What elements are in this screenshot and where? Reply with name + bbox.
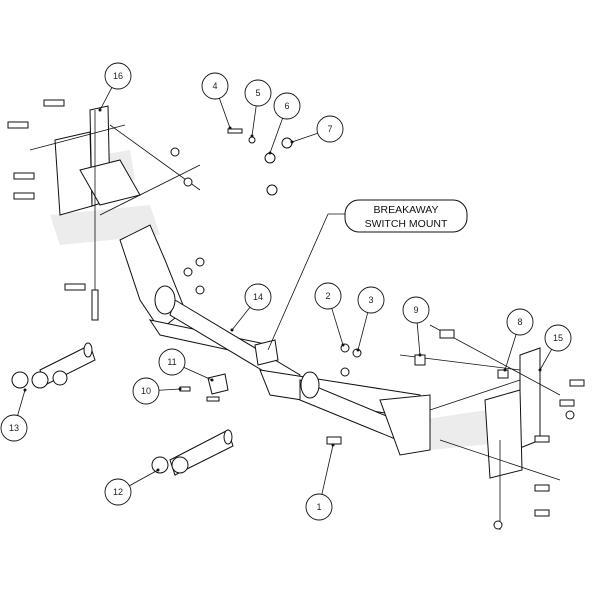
leader-dot [331, 443, 335, 447]
callout-14: 14 [230, 283, 272, 332]
main-frame [119, 224, 431, 456]
callout-number: 9 [413, 305, 418, 315]
leader-dot [250, 134, 254, 138]
callout-circle [357, 286, 385, 314]
callout-10: 10 [132, 377, 182, 405]
leader-dot [538, 368, 542, 372]
leader-line [321, 444, 334, 495]
callout-16: 16 [98, 62, 132, 112]
leader-dot [418, 353, 422, 357]
leader-line [129, 469, 159, 487]
callout-circle [544, 324, 572, 352]
breakaway-label: BREAKAWAY SWITCH MOUNT [267, 199, 468, 351]
callout-number: 8 [517, 317, 522, 327]
callout-15: 15 [538, 324, 572, 372]
leader-dot [210, 378, 214, 382]
leader-line [231, 306, 251, 331]
callout-number: 4 [212, 81, 217, 91]
leader-line [331, 308, 344, 346]
callout-circle [104, 478, 132, 506]
leader-line [357, 312, 369, 351]
callout-number: 14 [253, 292, 263, 302]
leader-dot [356, 348, 360, 352]
leader-line [251, 105, 257, 137]
top-hardware [227, 128, 293, 196]
callout-1: 1 [305, 443, 335, 521]
right-bracket [399, 324, 561, 530]
left-bracket [29, 105, 201, 300]
callout-9: 9 [402, 296, 430, 357]
callout-circle [132, 377, 160, 405]
callout-number: 2 [325, 291, 330, 301]
callout-3: 3 [356, 286, 385, 352]
callout-number: 3 [368, 295, 373, 305]
pin-assemblies [11, 342, 234, 476]
callout-circle [104, 62, 132, 90]
callout-number: 6 [284, 101, 289, 111]
leader-line [504, 334, 517, 371]
callout-number: 15 [553, 333, 563, 343]
leader-dot [290, 140, 294, 144]
label-line-1: BREAKAWAY [374, 204, 439, 216]
leader-dot [341, 343, 345, 347]
leader-line [291, 132, 318, 143]
leader-line [158, 388, 181, 391]
callout-circle [244, 283, 272, 311]
leader-dot [230, 328, 234, 332]
callout-4: 4 [201, 72, 232, 130]
callout-circle [273, 92, 301, 120]
callout-5: 5 [244, 79, 272, 138]
label-line-2: SWITCH MOUNT [365, 218, 448, 230]
callout-circle [0, 414, 28, 442]
leader-line [99, 87, 113, 111]
leader-dot [98, 108, 102, 112]
leader-dot [228, 126, 232, 130]
leader-line [218, 98, 231, 129]
leader-line [539, 349, 552, 371]
right-hardware [179, 329, 585, 530]
callout-number: 7 [327, 124, 332, 134]
callout-circle [402, 296, 430, 324]
callout-12: 12 [104, 468, 160, 506]
callout-number: 13 [9, 423, 19, 433]
leader-line [17, 389, 26, 416]
callout-number: 10 [141, 386, 151, 396]
leader-dot [503, 368, 507, 372]
callout-circle [158, 348, 186, 376]
callout-circle [506, 308, 534, 336]
leader-dot [156, 468, 160, 472]
leader-dot [23, 388, 27, 392]
callout-number: 16 [113, 71, 123, 81]
callout-circle [201, 72, 229, 100]
callout-number: 5 [255, 88, 260, 98]
callout-number: 1 [316, 502, 321, 512]
callout-2: 2 [314, 282, 345, 347]
callout-circle [314, 282, 342, 310]
leader-dot [178, 387, 182, 391]
callout-circle [305, 493, 333, 521]
leader-line [416, 322, 421, 356]
callout-number: 12 [113, 487, 123, 497]
leader-line [183, 366, 213, 381]
leader-line [269, 118, 283, 154]
callout-7: 7 [290, 115, 344, 144]
callout-13: 13 [0, 388, 28, 442]
callout-circle [316, 115, 344, 143]
callout-11: 11 [158, 348, 214, 382]
left-bolts [7, 99, 205, 321]
callout-8: 8 [503, 308, 534, 372]
callout-circle [244, 79, 272, 107]
callout-number: 11 [167, 357, 176, 367]
callout-6: 6 [268, 92, 301, 155]
leader-dot [268, 151, 272, 155]
